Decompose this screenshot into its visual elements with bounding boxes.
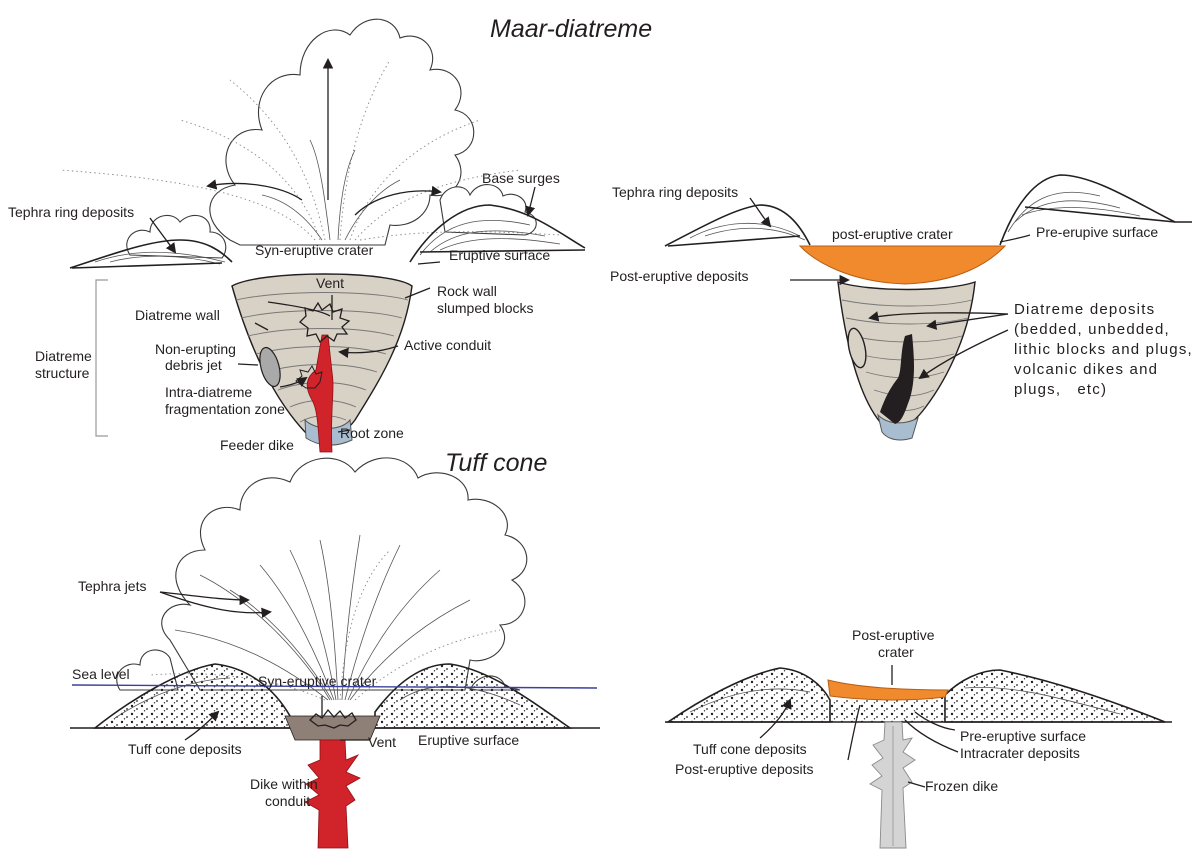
label-base-surges: Base surges xyxy=(482,170,560,186)
label-dike-within: Dike within xyxy=(250,776,318,792)
post-crater-fill xyxy=(800,246,1005,284)
post-tuff-cone-left xyxy=(668,668,830,722)
label-post-tuff-deposits: Tuff cone deposits xyxy=(693,741,807,757)
post-tuff-crater-fill xyxy=(828,680,948,700)
label-diatreme-deposits-1: Diatreme deposits xyxy=(1014,301,1155,318)
maar-syn-eruptive-panel: Tephra ring deposits Base surges Syn-eru… xyxy=(8,19,585,453)
label-fragmentation-zone: fragmentation zone xyxy=(165,401,285,417)
label-tuff-vent: Vent xyxy=(368,734,396,750)
label-diatreme-wall: Diatreme wall xyxy=(135,307,220,323)
label-pre-surface: Pre-erupive surface xyxy=(1036,224,1158,240)
label-sea-level: Sea level xyxy=(72,666,130,682)
label-tuff-syn-crater: Syn-eruptive crater xyxy=(258,673,377,689)
label-diatreme-deposits-5: plugs, etc) xyxy=(1014,381,1107,398)
label-syn-crater: Syn-eruptive crater xyxy=(255,242,374,258)
maar-title: Maar-diatreme xyxy=(490,15,652,43)
label-post-deposits: Post-eruptive deposits xyxy=(610,268,749,284)
label-diatreme-deposits-3: lithic blocks and plugs, xyxy=(1014,341,1193,358)
label-root-zone: Root zone xyxy=(340,425,404,441)
label-rock-wall: Rock wall xyxy=(437,283,497,299)
label-post-eruptive: Post-eruptive xyxy=(852,627,935,643)
label-tephra-ring: Tephra ring deposits xyxy=(8,204,134,220)
tuff-dike xyxy=(305,740,360,848)
label-tuff-post-deposits: Post-eruptive deposits xyxy=(675,761,814,777)
label-non-erupting: Non-erupting xyxy=(155,341,236,357)
label-diatreme: Diatreme xyxy=(35,348,92,364)
post-tuff-cone-right xyxy=(945,670,1165,722)
label-vent: Vent xyxy=(316,275,344,291)
label-post-tephra-ring: Tephra ring deposits xyxy=(612,184,738,200)
label-diatreme-deposits-4: volcanic dikes and xyxy=(1014,361,1158,378)
frozen-dike xyxy=(870,722,915,848)
label-tuff-pre-surface: Pre-eruptive surface xyxy=(960,728,1086,744)
label-feeder-dike: Feeder dike xyxy=(220,437,294,453)
label-debris-jet: debris jet xyxy=(165,357,222,373)
tuff-title: Tuff cone xyxy=(445,449,547,477)
left-surge-cloud xyxy=(127,215,226,258)
label-eruptive-surface: Eruptive surface xyxy=(449,247,550,263)
label-tephra-jets: Tephra jets xyxy=(78,578,146,594)
maar-post-eruptive-panel: Tephra ring deposits post-eruptive crate… xyxy=(610,175,1193,440)
tuff-post-eruptive-panel: Post-eruptive crater Pre-eruptive surfac… xyxy=(665,627,1172,848)
tuff-eruption-cloud xyxy=(162,458,527,690)
label-frozen-dike: Frozen dike xyxy=(925,778,998,794)
label-tuff-eruptive-surface: Eruptive surface xyxy=(418,732,519,748)
label-diatreme-deposits-2: (bedded, unbedded, xyxy=(1014,321,1170,338)
label-active-conduit: Active conduit xyxy=(404,337,491,353)
tuff-syn-eruptive-panel: Tephra jets Sea level Syn-eruptive crate… xyxy=(70,458,600,848)
diatreme-structure-bracket xyxy=(96,280,108,436)
label-post-crater: post-eruptive crater xyxy=(832,226,953,242)
label-intracrater: Intracrater deposits xyxy=(960,745,1080,761)
label-structure: structure xyxy=(35,365,90,381)
label-slumped-blocks: slumped blocks xyxy=(437,300,534,316)
eruption-cloud xyxy=(210,19,474,245)
label-tuff-deposits: Tuff cone deposits xyxy=(128,741,242,757)
label-conduit: conduit xyxy=(265,793,310,809)
label-intra-diatreme: Intra-diatreme xyxy=(165,384,252,400)
label-crater: crater xyxy=(878,644,914,660)
